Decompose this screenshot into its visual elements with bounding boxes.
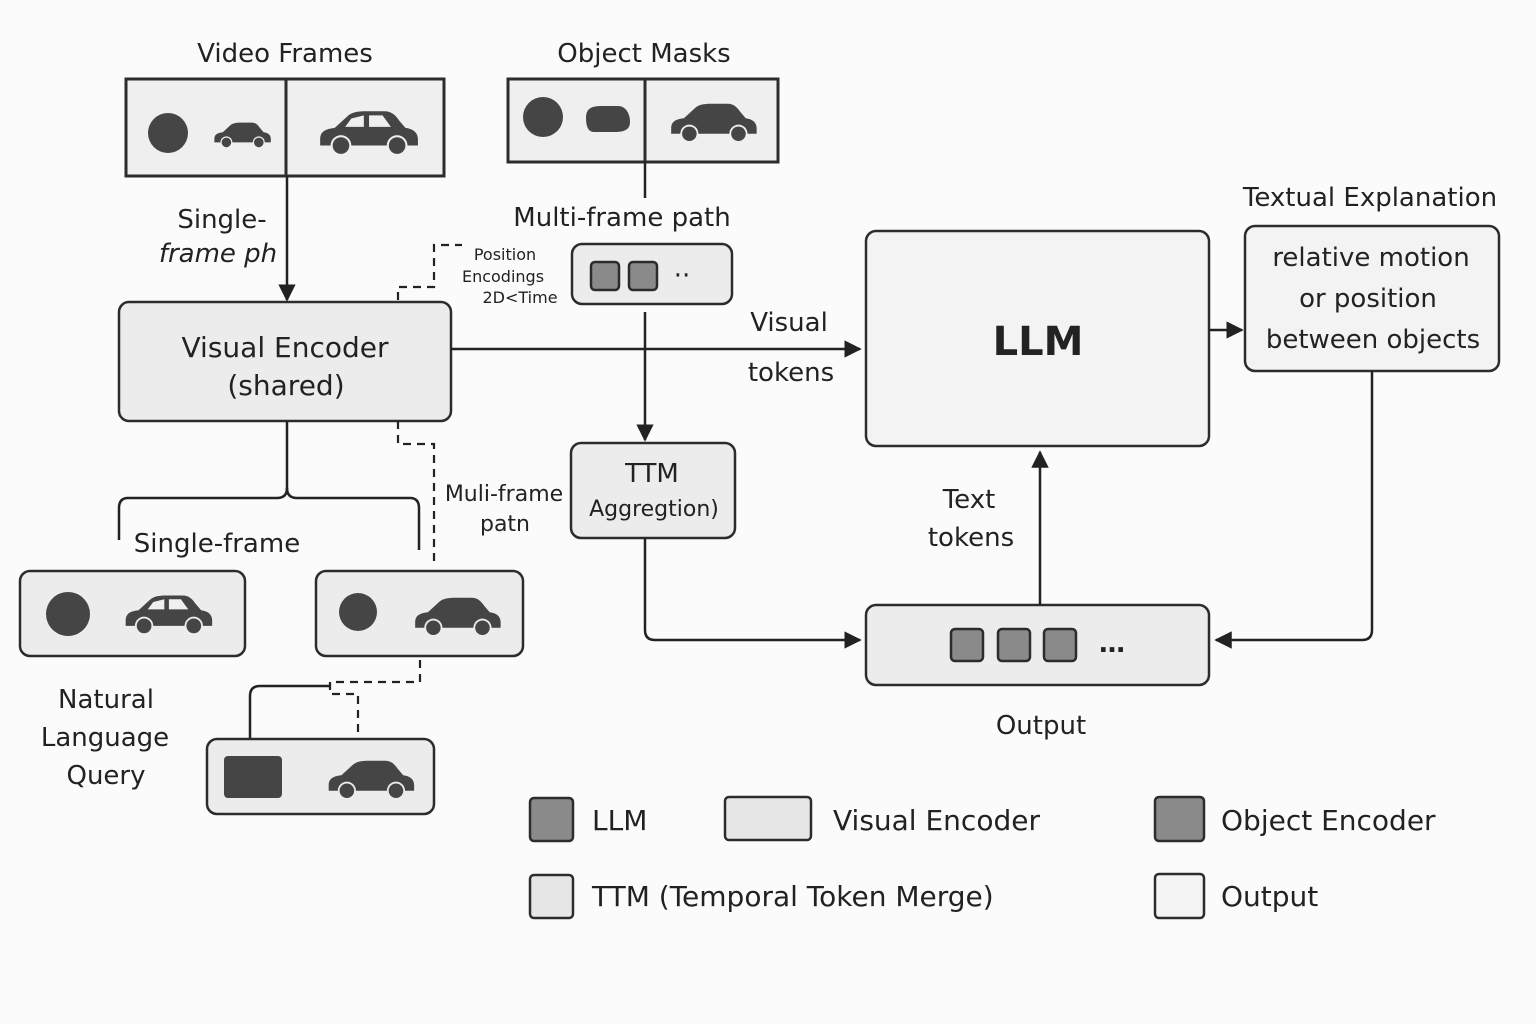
ball-icon (46, 592, 90, 636)
legend-label: LLM (592, 804, 647, 837)
nlq-label-3: Query (66, 761, 145, 791)
position-encodings-label-2: Encodings (462, 267, 544, 286)
nlq-label-1: Natural (58, 685, 154, 715)
ball-icon (523, 97, 563, 137)
single-frame-box-1 (18, 569, 247, 658)
query-dashed-connector (328, 660, 422, 735)
token (996, 627, 1032, 663)
object-masks-title: Object Masks (557, 39, 730, 69)
single-frame-box-2 (314, 569, 525, 658)
legend-label: Visual Encoder (833, 804, 1040, 837)
position-encodings-label-1: Position (474, 245, 536, 264)
single-frame-path-label-2: frame ph (159, 239, 277, 269)
multi-frame-dashed-path (396, 421, 436, 565)
visual-tokens-label-1: Visual (750, 308, 828, 338)
legend-label: Object Encoder (1221, 804, 1436, 837)
single-frame-split-right (285, 487, 421, 550)
multi-frame-path-mid-label-1: Muli-frame (445, 482, 563, 507)
llm-box: LLM (864, 229, 1211, 448)
textual-explanation-title: Textual Explanation (1242, 183, 1497, 213)
video-frames-strip (124, 77, 446, 178)
ball-icon (339, 593, 377, 631)
output-ellipsis: … (1099, 629, 1125, 659)
ttm-to-output-arrow (643, 538, 862, 649)
visual-encoder-box: Visual Encoder (shared) (117, 300, 453, 423)
legend-item-object-encoder: Object Encoder (1153, 795, 1436, 843)
position-encoding-connector (396, 243, 462, 300)
query-connector (248, 684, 330, 738)
query-box (205, 737, 436, 816)
ttm-box: TTM Aggregtion) (569, 441, 737, 540)
text-tokens-label-1: Text (942, 485, 996, 515)
nlq-label-2: Language (41, 723, 169, 753)
explanation-line-2: or position (1299, 284, 1437, 314)
legend-swatch (1153, 872, 1206, 920)
text-tokens-label-2: tokens (928, 523, 1014, 553)
token (589, 260, 621, 292)
video-frames-title: Video Frames (197, 39, 373, 69)
token-ellipsis: ·· (674, 261, 691, 291)
car-mask-icon (586, 106, 630, 132)
position-encodings-label-3: 2D<Time (482, 288, 557, 307)
ttm-subtitle: Aggregtion) (589, 497, 719, 522)
visual-encoder-subtitle: (shared) (227, 369, 344, 402)
legend-swatch (528, 873, 575, 920)
output-box: … (864, 603, 1211, 687)
legend-item-ttm: TTM (Temporal Token Merge) (528, 873, 994, 920)
token (627, 260, 659, 292)
explanation-box: relative motion or position between obje… (1243, 224, 1501, 373)
object-token-box: ·· (570, 242, 734, 306)
single-frame-path-label-1: Single- (177, 205, 266, 235)
token (1042, 627, 1078, 663)
legend-label: Output (1221, 880, 1318, 913)
object-masks-strip (506, 77, 780, 164)
explanation-line-1: relative motion (1272, 243, 1469, 273)
llm-title: LLM (993, 319, 1084, 365)
legend-item-llm: LLM (528, 796, 647, 843)
explanation-line-3: between objects (1266, 325, 1480, 355)
legend-swatch (1153, 795, 1206, 843)
token (949, 627, 985, 663)
single-frame-label: Single-frame (134, 529, 300, 559)
ttm-title: TTM (624, 459, 679, 489)
rectangle-mask-icon (224, 756, 282, 798)
legend-swatch (723, 795, 813, 842)
visual-tokens-label-2: tokens (748, 358, 834, 388)
legend-label: TTM (Temporal Token Merge) (591, 880, 994, 913)
multi-frame-path-label: Multi-frame path (513, 203, 730, 233)
explanation-to-output-arrow (1214, 371, 1374, 649)
legend-swatch (528, 796, 575, 843)
visual-encoder-title: Visual Encoder (182, 331, 389, 364)
legend-item-output: Output (1153, 872, 1318, 920)
output-label: Output (996, 711, 1086, 741)
single-frame-split-left (117, 421, 289, 540)
legend-item-visual-encoder: Visual Encoder (723, 795, 1040, 842)
legend: LLM Visual Encoder Object Encoder TTM (T… (528, 795, 1436, 920)
multi-frame-path-mid-label-2: patn (480, 512, 530, 537)
ball-icon (148, 113, 188, 153)
